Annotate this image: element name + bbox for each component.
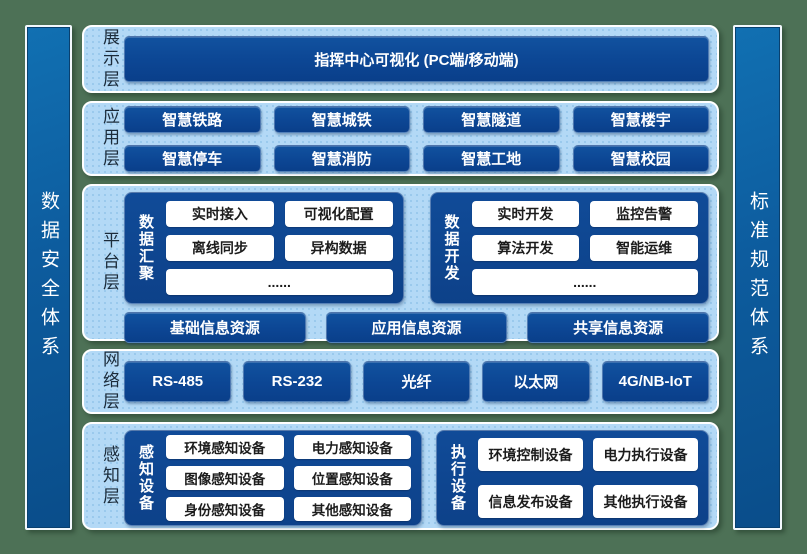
network-layer-label: 网络层 xyxy=(100,350,119,413)
network-box: RS-232 xyxy=(243,361,351,402)
device-box: 位置感知设备 xyxy=(293,466,411,490)
platform-item: 算法开发 xyxy=(471,235,580,261)
device-box: 电力感知设备 xyxy=(293,435,411,459)
data-security-label: 数据安全体系 xyxy=(38,190,59,365)
device-box: 电力执行设备 xyxy=(593,438,698,471)
display-main-box: 指挥中心可视化 (PC端/移动端) xyxy=(124,36,709,82)
execution-devices-label: 执行设备 xyxy=(449,444,466,512)
app-box: 智慧铁路 xyxy=(124,105,261,133)
group-execution-devices: 执行设备 环境控制设备 电力执行设备 信息发布设备 其他执行设备 xyxy=(436,430,709,526)
network-box: RS-485 xyxy=(124,361,232,402)
resource-row: 基础信息资源 应用信息资源 共享信息资源 xyxy=(124,312,710,343)
platform-item-more: ...... xyxy=(471,269,698,295)
layer-panel-perception: 感知层 感知设备 环境感知设备 电力感知设备 图像感知设备 位置感知设备 身份感… xyxy=(82,422,719,530)
app-box: 智慧隧道 xyxy=(423,105,560,133)
network-box: 以太网 xyxy=(482,361,590,402)
network-grid: RS-485 RS-232 光纤 以太网 4G/NB-IoT xyxy=(124,351,709,412)
group-sensing-devices: 感知设备 环境感知设备 电力感知设备 图像感知设备 位置感知设备 身份感知设备 … xyxy=(124,430,422,526)
data-development-label: 数据开发 xyxy=(442,214,460,282)
layer-panel-network: 网络层 RS-485 RS-232 光纤 以太网 4G/NB-IoT xyxy=(82,349,719,414)
device-box: 其他感知设备 xyxy=(293,497,411,521)
device-box: 图像感知设备 xyxy=(166,466,284,490)
device-box: 环境控制设备 xyxy=(478,438,583,471)
app-box: 智慧停车 xyxy=(124,144,261,172)
platform-item: 监控告警 xyxy=(590,201,698,227)
network-box: 4G/NB-IoT xyxy=(601,361,709,402)
layer-panel-application: 应用层 智慧铁路 智慧城铁 智慧隧道 智慧楼宇 智慧停车 智慧消防 智慧工地 智… xyxy=(82,101,719,176)
group-data-aggregation: 数据汇聚 实时接入 可视化配置 离线同步 异构数据 ...... xyxy=(124,192,404,304)
group-data-development: 数据开发 实时开发 监控告警 算法开发 智能运维 ...... xyxy=(429,192,709,304)
app-box: 智慧城铁 xyxy=(273,105,410,133)
platform-item: 实时接入 xyxy=(166,201,274,227)
platform-item: 智能运维 xyxy=(590,235,698,261)
platform-item: 异构数据 xyxy=(284,235,393,261)
data-aggregation-label: 数据汇聚 xyxy=(137,214,154,282)
device-box: 信息发布设备 xyxy=(478,485,583,518)
data-security-pillar: 数据安全体系 xyxy=(25,25,72,530)
application-grid: 智慧铁路 智慧城铁 智慧隧道 智慧楼宇 智慧停车 智慧消防 智慧工地 智慧校园 xyxy=(124,103,709,174)
platform-item: 实时开发 xyxy=(471,201,580,227)
device-box: 环境感知设备 xyxy=(166,435,284,459)
platform-layer-label: 平台层 xyxy=(100,231,119,294)
device-box: 其他执行设备 xyxy=(593,485,698,518)
app-box: 智慧工地 xyxy=(423,144,560,172)
resource-box: 基础信息资源 xyxy=(124,312,306,343)
app-box: 智慧校园 xyxy=(572,144,709,172)
resource-box: 应用信息资源 xyxy=(325,312,508,343)
platform-item: 可视化配置 xyxy=(284,201,393,227)
standards-pillar: 标准规范体系 xyxy=(733,25,782,530)
application-layer-label: 应用层 xyxy=(100,107,119,170)
platform-item: 离线同步 xyxy=(166,235,274,261)
sensing-devices-label: 感知设备 xyxy=(137,444,154,512)
display-layer-label: 展示层 xyxy=(100,27,119,91)
layer-panel-platform: 平台层 数据汇聚 实时接入 可视化配置 离线同步 异构数据 ...... xyxy=(82,184,719,343)
resource-box: 共享信息资源 xyxy=(527,312,710,343)
platform-item-more: ...... xyxy=(166,269,393,295)
perception-layer-label: 感知层 xyxy=(100,444,119,508)
network-box: 光纤 xyxy=(362,361,471,402)
app-box: 智慧楼宇 xyxy=(572,105,709,133)
app-box: 智慧消防 xyxy=(273,144,410,172)
layer-panel-display: 展示层 指挥中心可视化 (PC端/移动端) xyxy=(82,25,719,93)
device-box: 身份感知设备 xyxy=(166,497,284,521)
standards-label: 标准规范体系 xyxy=(747,190,768,365)
